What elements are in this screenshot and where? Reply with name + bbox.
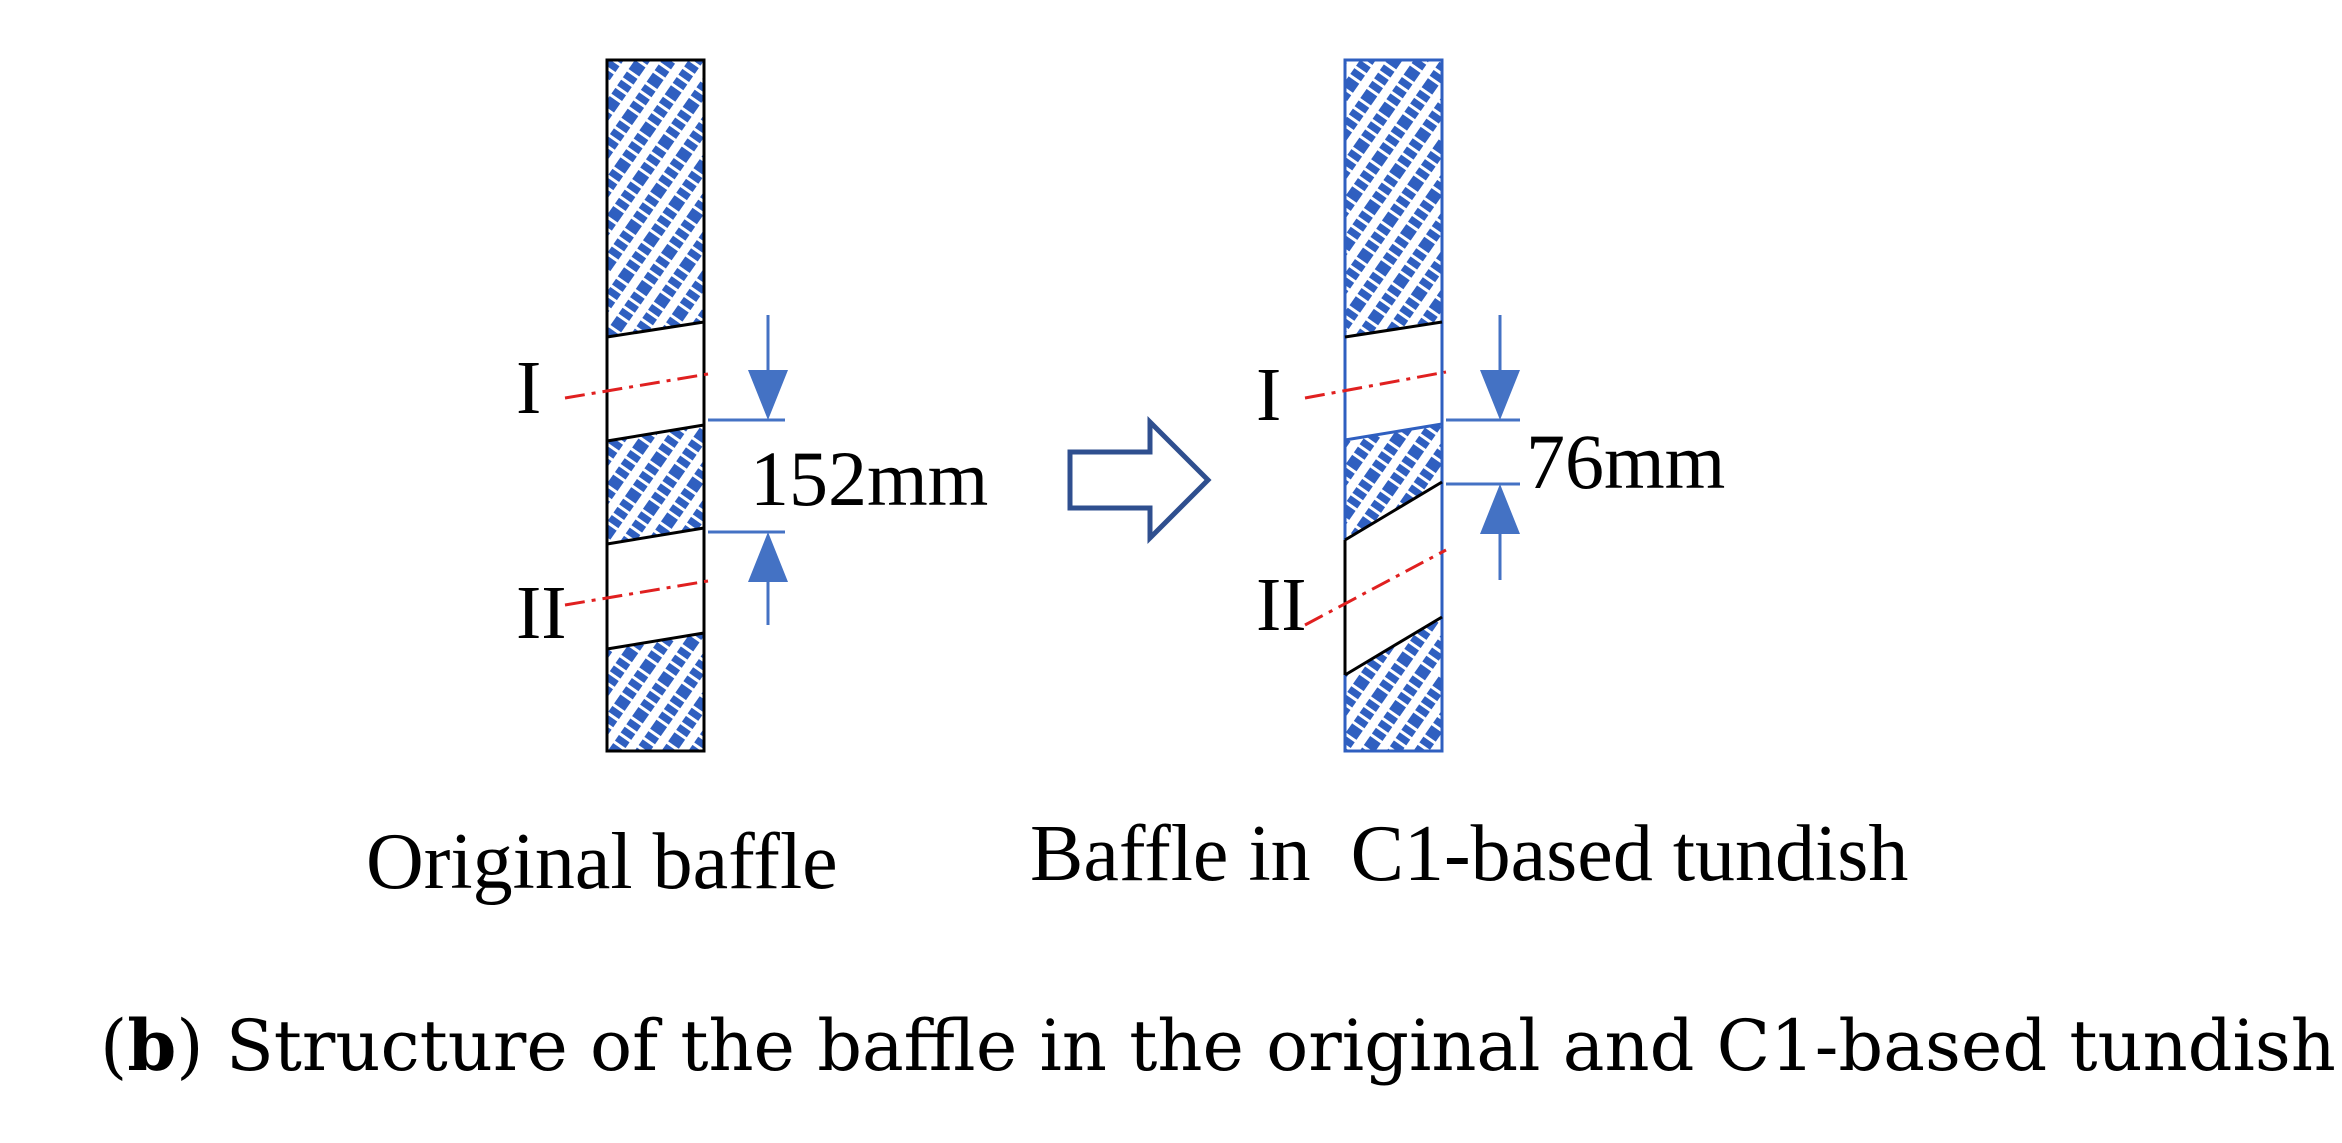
baffle-right-outline [1343,58,1444,753]
dimension-arrow-up [1480,484,1520,534]
hole-1-upper-edge [1344,320,1443,339]
caption-panel-letter: b [127,1004,176,1087]
baffle-left-middle-section [607,425,704,544]
transition-arrow [1067,415,1212,545]
original-baffle: I II 152mm Original baffle [366,58,988,906]
dimension-arrow-down [1480,370,1520,420]
dimension-76mm: 76mm [1446,315,1725,580]
baffle-right-bottom-section [1345,617,1442,751]
hole-2-label: II [516,571,567,655]
c1-based-baffle: I II 76mm Baffle in C1-based tundish [1030,58,1908,898]
hole-1-upper-edge [606,320,705,339]
dimension-152mm: 152mm [708,315,988,625]
baffle-left-outline [605,58,706,753]
dimension-arrow-up [748,532,788,582]
figure-caption: (b) Structure of the baffle in the origi… [100,1004,2336,1087]
hole-2-center-line [1304,548,1447,627]
hole-1-center-line [564,372,709,400]
original-baffle-label: Original baffle [366,818,838,906]
dimension-label-76mm: 76mm [1526,418,1725,505]
hole-1-center-line [1304,370,1447,400]
hole-2-center-line [564,579,709,607]
hole-2-upper-edge [1344,480,1443,542]
hole-1-label: I [516,346,541,430]
baffle-left-bottom-section [607,633,704,751]
dimension-arrow-down [748,370,788,420]
c1-based-baffle-label: Baffle in C1-based tundish [1030,810,1908,898]
hole-2-lower-edge [606,631,705,651]
baffle-right-top-section [1345,60,1442,337]
hole-1-lower-edge [1344,422,1443,442]
baffle-right-middle-section [1345,424,1442,540]
hole-1-label: I [1256,353,1281,437]
hole-1-lower-edge [606,423,705,443]
hole-2-upper-edge [606,526,705,546]
caption-open-paren: ( [100,1005,127,1087]
hole-2-lower-edge [1344,615,1443,677]
hole-2-label: II [1256,563,1307,647]
dimension-label-152mm: 152mm [750,435,988,522]
baffle-left-top-section [607,60,704,337]
caption-text: ) Structure of the baffle in the origina… [176,1005,2336,1087]
